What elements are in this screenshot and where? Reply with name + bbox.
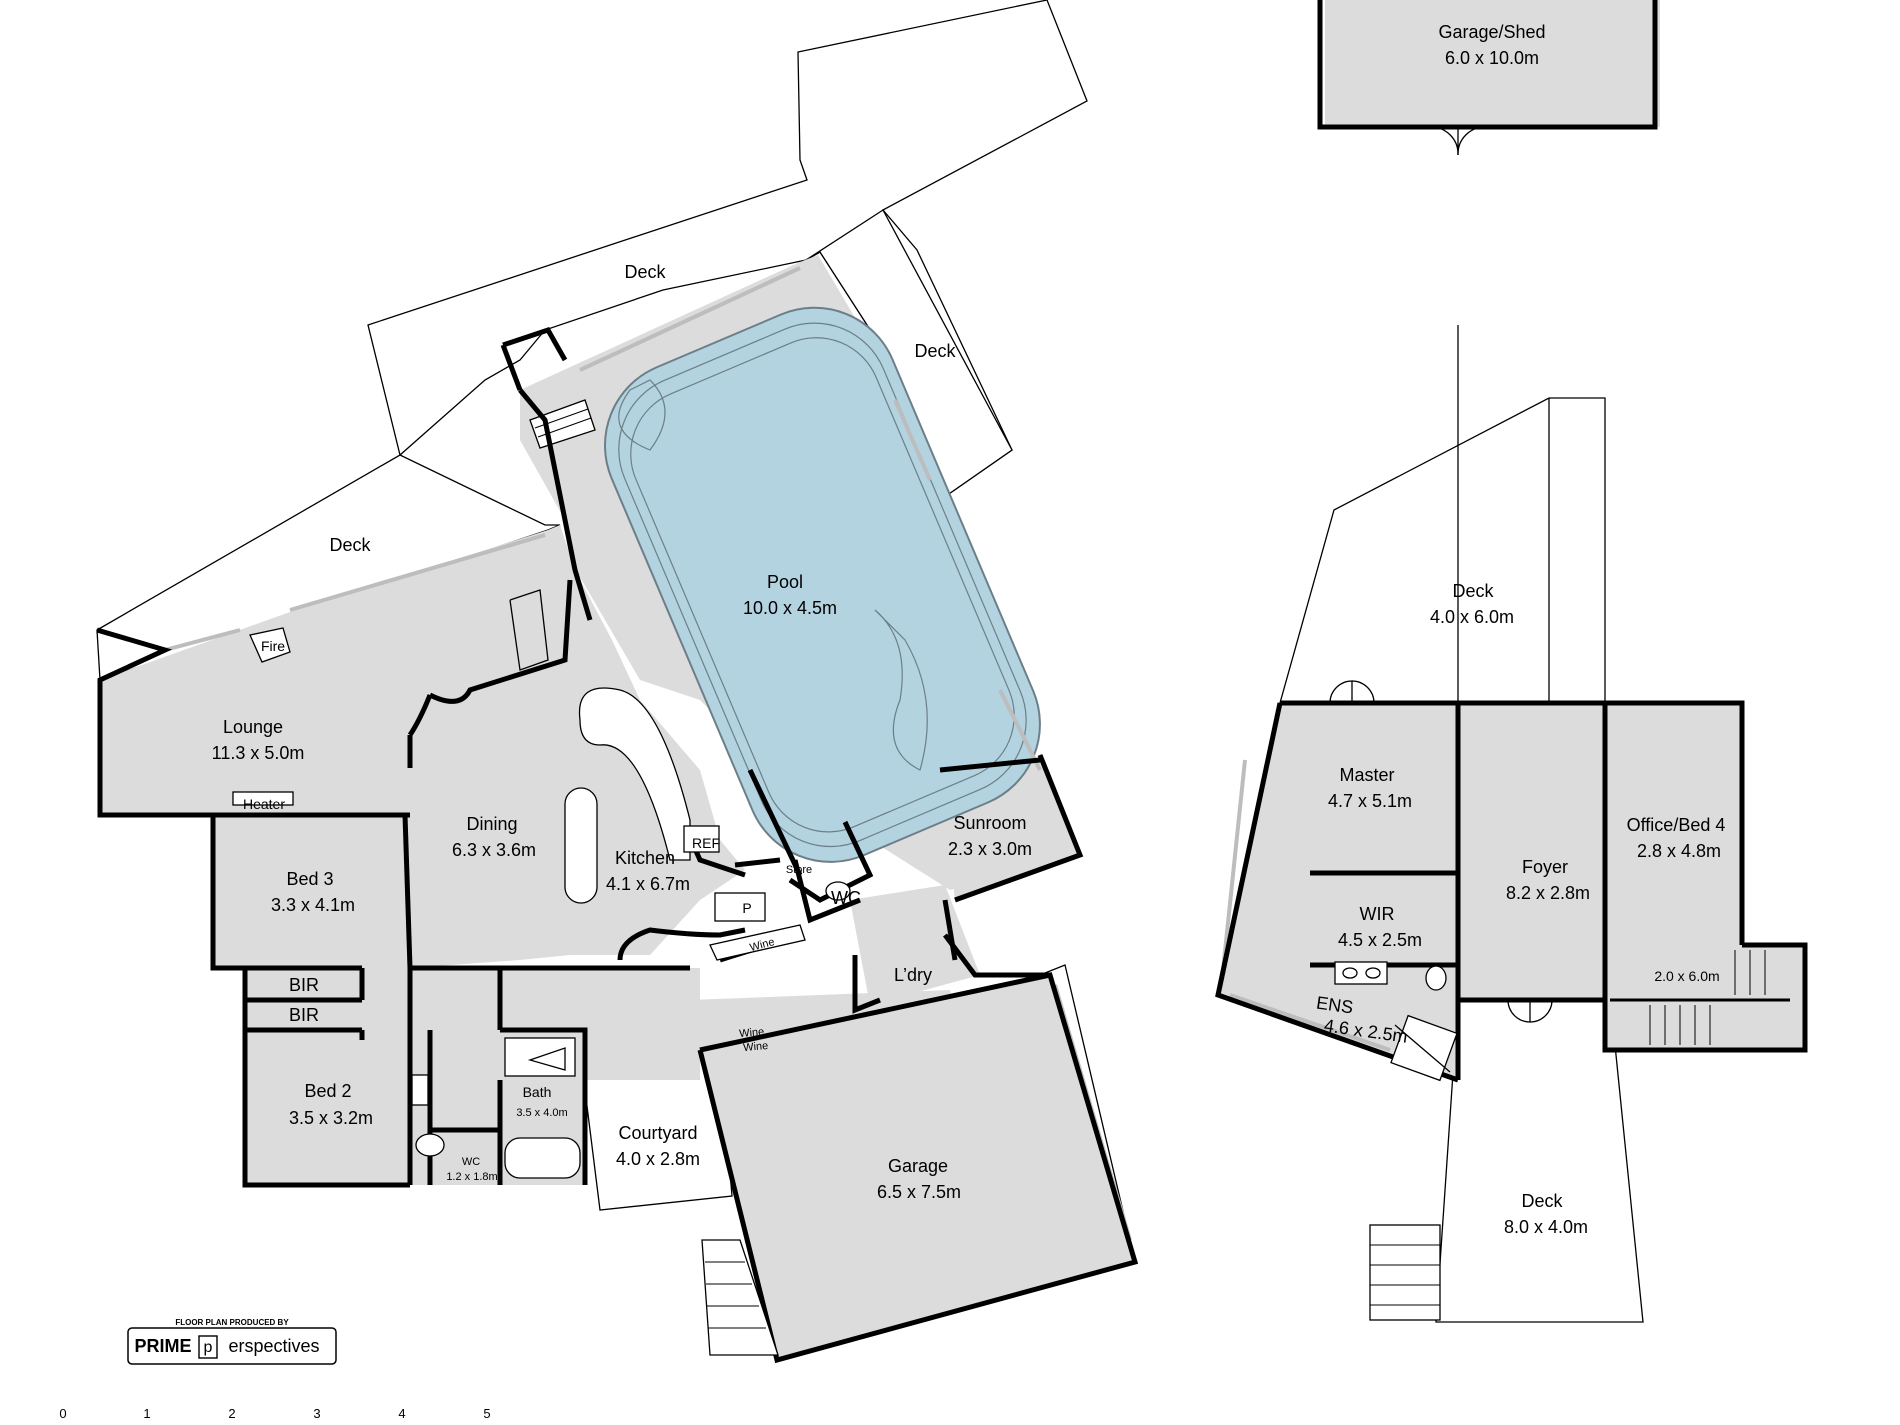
walls [96,0,1808,1364]
ref-label: REF [692,835,720,851]
bath-size: 3.5 x 4.0m [516,1107,567,1119]
garage-shed-label: Garage/Shed [1438,22,1545,42]
dining-label: Dining [466,814,517,834]
wc-small-label: WC [462,1156,480,1168]
foyer-size: 8.2 x 2.8m [1506,883,1590,903]
hall-lower-fill [585,968,700,1075]
logo-brand-left: PRIME [134,1336,191,1356]
dining-size: 6.3 x 3.6m [452,840,536,860]
pantry-label: P [742,900,751,916]
scale-tick-1: 1 [143,1406,150,1421]
store-label: Store [786,864,812,876]
deck-lower-label: Deck [1521,1191,1563,1211]
bed3-size: 3.3 x 4.1m [271,895,355,915]
stairs-garage [701,1239,779,1356]
bir2-label: BIR [289,1005,319,1025]
stairs-deck-lower [1369,1224,1441,1321]
bir1-label: BIR [289,975,319,995]
deck-upper [1279,397,1606,704]
office-label: Office/Bed 4 [1627,815,1726,835]
deck-lower-size: 8.0 x 4.0m [1504,1217,1588,1237]
heater-label: Heater [243,796,285,812]
bed2-size: 3.5 x 3.2m [289,1108,373,1128]
fixtures [232,126,1553,1179]
logo-brand-mark: p [204,1339,213,1356]
pool-label: Pool [767,572,803,592]
bed2-label: Bed 2 [304,1081,351,1101]
deck-top-label: Deck [624,262,666,282]
scale-bar: 0 1 2 3 4 5 [59,1406,490,1421]
deck-left-label: Deck [329,535,371,555]
master-label: Master [1339,765,1394,785]
upper-floor-fill [1218,703,1742,1080]
foyer-label: Foyer [1522,857,1568,877]
lounge-label: Lounge [223,717,283,737]
garage-shed-size: 6.0 x 10.0m [1445,48,1539,68]
wine-hall-2-label: Wine [743,1040,769,1054]
stairs-landing [1610,950,1790,1045]
logo-brand-right: erspectives [228,1336,319,1356]
garage-size: 6.5 x 7.5m [877,1182,961,1202]
bed3-fill [213,815,410,968]
master-size: 4.7 x 5.1m [1328,791,1412,811]
courtyard-size: 4.0 x 2.8m [616,1149,700,1169]
wc-small-size: 1.2 x 1.8m [446,1171,497,1183]
scale-tick-2: 2 [228,1406,235,1421]
stairs-landing-label: 2.0 x 6.0m [1654,968,1719,984]
laundry-fill [850,885,980,1005]
deck-upper-label: Deck [1452,581,1494,601]
office-size: 2.8 x 4.8m [1637,841,1721,861]
thin-lines [1457,325,1550,703]
scale-tick-0: 0 [59,1406,66,1421]
producer-logo: FLOOR PLAN PRODUCED BY PRIME p erspectiv… [127,1318,337,1365]
garage-label: Garage [888,1156,948,1176]
kitchen-size: 4.1 x 6.7m [606,874,690,894]
lounge-size: 11.3 x 5.0m [212,743,305,763]
sunroom-label: Sunroom [953,813,1026,833]
bath-label: Bath [523,1084,552,1100]
kitchen-label: Kitchen [615,848,675,868]
bed3-label: Bed 3 [286,869,333,889]
stairs-landing-fill [1605,945,1805,1050]
wc-kitchen-label: WC [831,888,861,908]
wine-hall-1-label: Wine [739,1026,765,1040]
pool-size: 10.0 x 4.5m [743,598,837,618]
courtyard-label: Courtyard [618,1123,697,1143]
logo-caption: FLOOR PLAN PRODUCED BY [175,1318,289,1327]
scale-tick-4: 4 [398,1406,405,1421]
deck-upper-size: 4.0 x 6.0m [1430,607,1514,627]
wir-label: WIR [1360,904,1395,924]
wir-size: 4.5 x 2.5m [1338,930,1422,950]
fire-label: Fire [261,638,285,654]
scale-tick-5: 5 [483,1406,490,1421]
laundry-label: L’dry [894,965,932,985]
garage-shed-fill [1325,0,1660,127]
sunroom-size: 2.3 x 3.0m [948,839,1032,859]
scale-tick-3: 3 [313,1406,320,1421]
deck-right-pool-label: Deck [914,341,956,361]
garage-fill [700,975,1135,1360]
pool [603,306,1041,863]
